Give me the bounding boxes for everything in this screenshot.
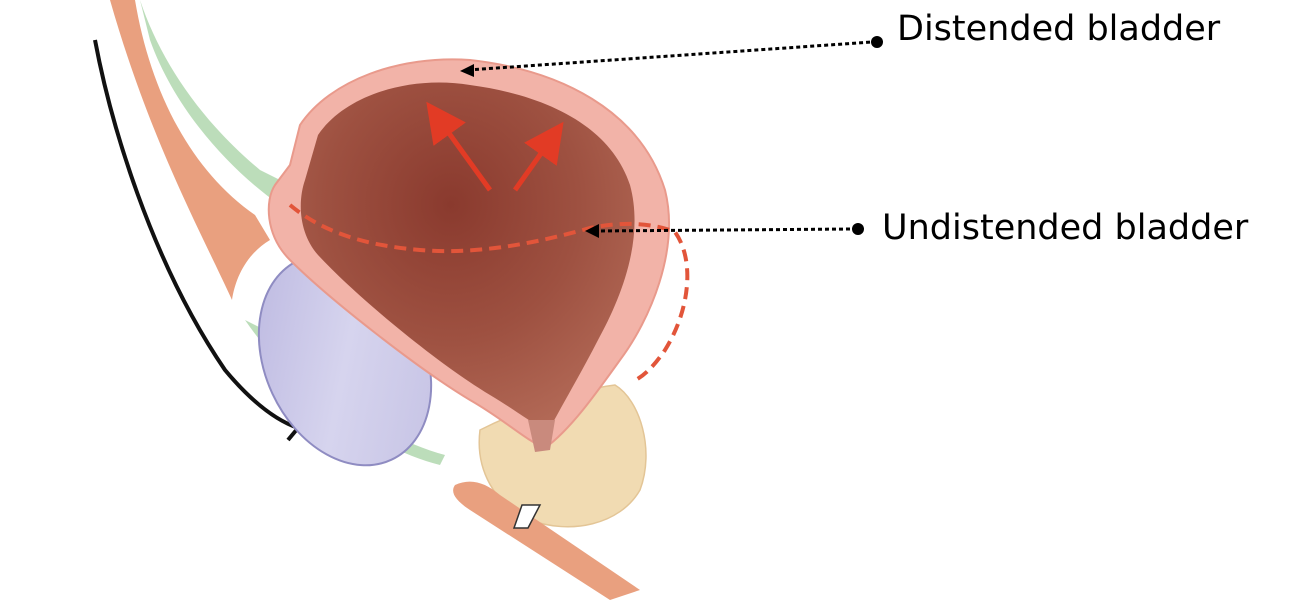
undistended-leader-dot <box>852 223 864 235</box>
distended-leader-dot <box>871 36 883 48</box>
undistended-leader-line <box>594 229 853 231</box>
distended-leader-line <box>468 42 872 70</box>
abdominal-muscle <box>110 0 270 300</box>
distended-bladder-label: Distended bladder <box>897 12 1220 47</box>
undistended-bladder-label: Undistended bladder <box>882 211 1248 246</box>
